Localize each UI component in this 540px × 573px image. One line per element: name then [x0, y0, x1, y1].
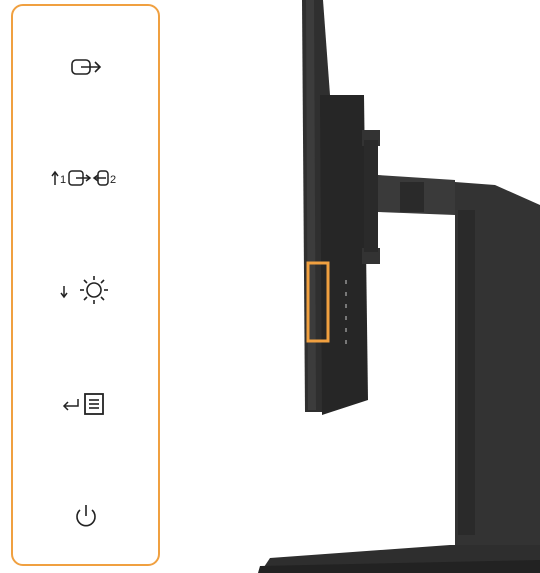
monitor-back-housing — [320, 95, 368, 415]
brightness-button[interactable] — [13, 270, 158, 310]
menu-list-icon — [83, 393, 104, 415]
input-exit-icon — [70, 59, 101, 75]
control-panel-callout: 1 2 — [11, 4, 160, 566]
input-switch-icon: 1 2 — [50, 170, 116, 186]
power-icon — [75, 505, 96, 527]
input-1-label: 1 — [60, 174, 66, 186]
power-button[interactable] — [13, 496, 158, 536]
menu-enter-icon — [62, 393, 104, 415]
menu-button[interactable] — [13, 384, 158, 424]
button-zone-highlight — [306, 261, 330, 343]
monitor-side-view — [258, 0, 540, 573]
enter-arrow-icon — [63, 399, 79, 407]
brightness-icon — [59, 276, 108, 304]
sun-icon — [85, 282, 102, 298]
input-2-label: 2 — [110, 174, 116, 186]
vesa-plate — [364, 140, 378, 252]
input-switch-button[interactable]: 1 2 — [13, 158, 158, 198]
side-buttons-dots — [345, 280, 347, 344]
exit-button[interactable] — [13, 48, 158, 88]
stand-column — [455, 182, 540, 573]
